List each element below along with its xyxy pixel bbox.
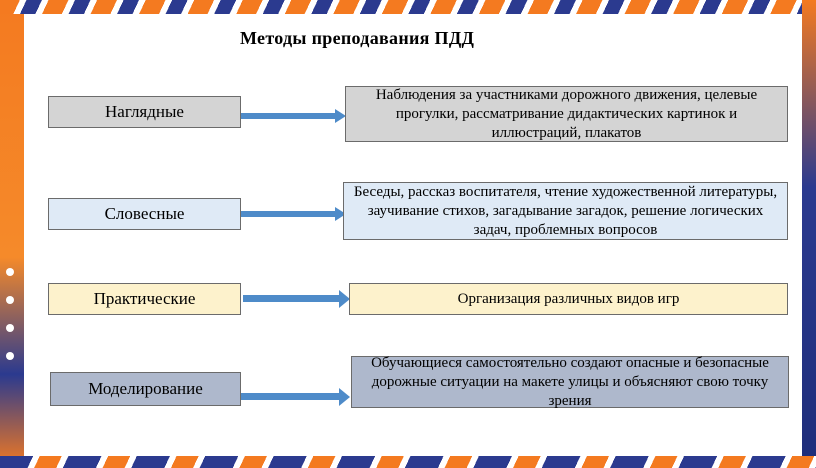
method-box-visual: Наглядные [48,96,241,128]
description-box-practical: Организация различных видов игр [349,283,788,315]
decor-dot [6,352,14,360]
method-box-practical: Практические [48,283,241,315]
frame-right-decoration [802,0,816,468]
method-box-modeling: Моделирование [50,372,241,406]
frame-left-decoration [0,0,24,468]
arrow-icon [241,388,350,406]
decor-dot [6,324,14,332]
arrow-icon [241,109,346,123]
frame-bottom-decoration [0,456,816,468]
frame-top-decoration [0,0,816,14]
decor-dot [6,296,14,304]
diagram-title: Методы преподавания ПДД [240,28,475,48]
arrow-icon [243,290,350,308]
description-box-verbal: Беседы, рассказ воспитателя, чтение худо… [343,182,788,240]
description-box-visual: Наблюдения за участниками дорожного движ… [345,86,788,142]
arrow-icon [241,207,346,221]
description-box-modeling: Обучающиеся самостоятельно создают опасн… [351,355,789,409]
method-box-verbal: Словесные [48,198,241,230]
decor-dot [6,268,14,276]
